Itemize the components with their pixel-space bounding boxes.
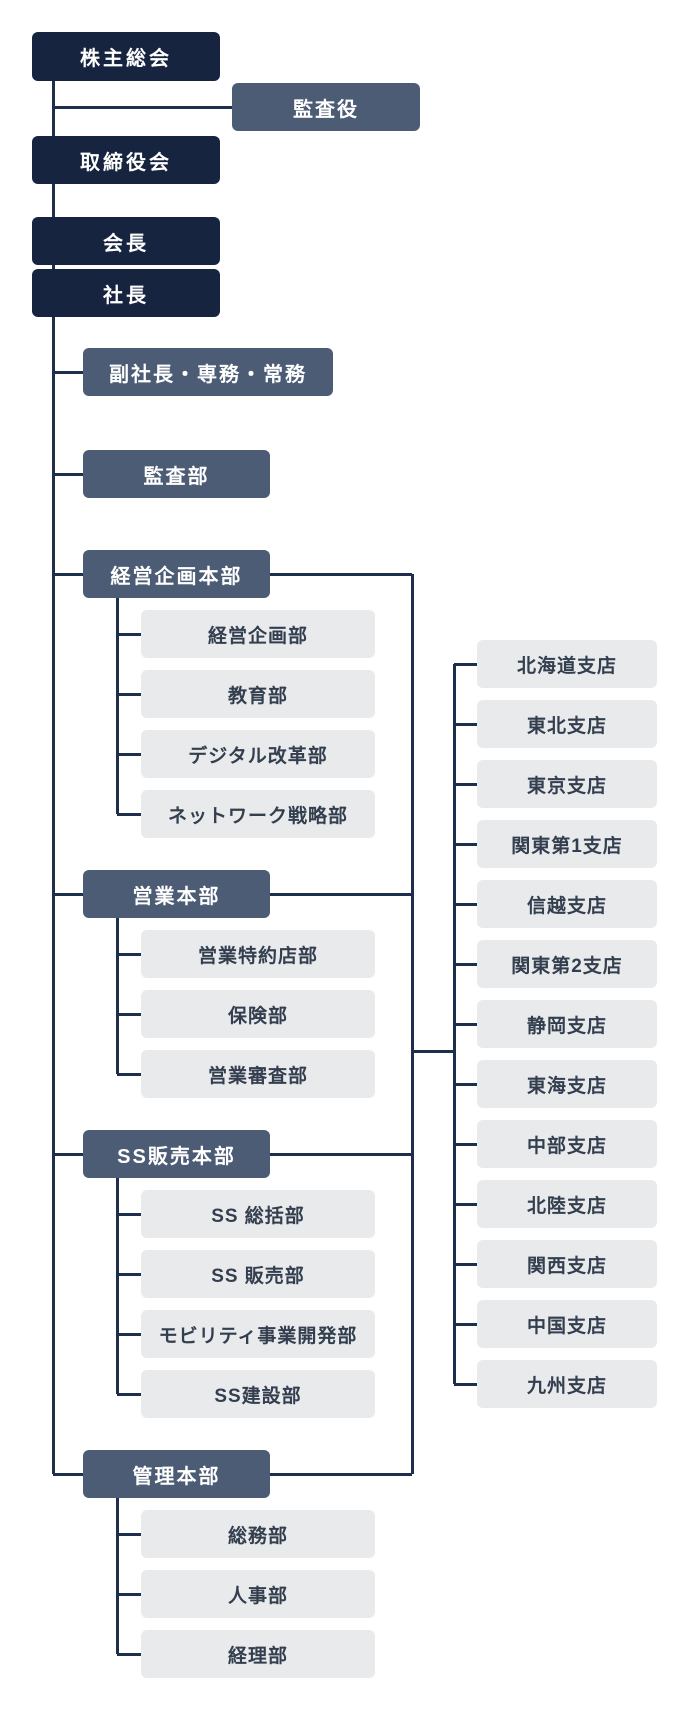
sales-screening-department: 営業審査部 (141, 1050, 375, 1098)
connector-line (117, 1012, 141, 1016)
insurance-department: 保険部 (141, 990, 375, 1038)
connector-line (454, 722, 477, 726)
connector-line (270, 572, 412, 576)
chugoku-branch: 中国支店 (477, 1300, 657, 1348)
administration-division: 管理本部 (83, 1450, 270, 1498)
connector-line (454, 782, 477, 786)
connector-line (117, 1592, 141, 1596)
connector-line (115, 918, 119, 1074)
connector-line (270, 1152, 412, 1156)
connector-line (270, 892, 412, 896)
connector-line (454, 1022, 477, 1026)
connector-line (454, 1082, 477, 1086)
connector-line (454, 1142, 477, 1146)
sales-agency-department: 営業特約店部 (141, 930, 375, 978)
connector-line (117, 1072, 141, 1076)
connector-line (53, 370, 83, 374)
accounting-department: 経理部 (141, 1630, 375, 1678)
connector-line (117, 1332, 141, 1336)
connector-line (117, 692, 141, 696)
chubu-branch: 中部支店 (477, 1120, 657, 1168)
connector-line (454, 1262, 477, 1266)
ss-sales-department: SS 販売部 (141, 1250, 375, 1298)
sales-division: 営業本部 (83, 870, 270, 918)
connector-line (117, 812, 141, 816)
hr-department: 人事部 (141, 1570, 375, 1618)
connector-line (454, 1202, 477, 1206)
connector-line (117, 752, 141, 756)
connector-line (117, 632, 141, 636)
connector-line (53, 472, 83, 476)
ss-construction-department: SS建設部 (141, 1370, 375, 1418)
kyushu-branch: 九州支店 (477, 1360, 657, 1408)
connector-line (53, 105, 232, 109)
connector-line (454, 962, 477, 966)
audit-officer: 監査役 (232, 83, 420, 131)
connector-line (53, 1472, 83, 1476)
education-department: 教育部 (141, 670, 375, 718)
president: 社長 (32, 269, 220, 317)
hokuriku-branch: 北陸支店 (477, 1180, 657, 1228)
connector-line (117, 1392, 141, 1396)
ss-general-department: SS 総括部 (141, 1190, 375, 1238)
tokai-branch: 東海支店 (477, 1060, 657, 1108)
connector-line (53, 892, 83, 896)
shinetsu-branch: 信越支店 (477, 880, 657, 928)
connector-line (454, 1382, 477, 1386)
connector-line (115, 598, 119, 814)
tohoku-branch: 東北支店 (477, 700, 657, 748)
connector-line (51, 81, 55, 1474)
shizuoka-branch: 静岡支店 (477, 1000, 657, 1048)
connector-line (117, 1532, 141, 1536)
chairman: 会長 (32, 217, 220, 265)
connector-line (410, 574, 414, 1474)
digital-transformation-department: デジタル改革部 (141, 730, 375, 778)
connector-line (270, 1472, 412, 1476)
ss-sales-division: SS販売本部 (83, 1130, 270, 1178)
connector-line (115, 1498, 119, 1654)
kanto-no1-branch: 関東第1支店 (477, 820, 657, 868)
connector-line (117, 952, 141, 956)
executive-officers: 副社長・専務・常務 (83, 348, 333, 396)
connector-line (53, 572, 83, 576)
connector-line (454, 662, 477, 666)
connector-line (454, 1322, 477, 1326)
connector-line (117, 1652, 141, 1656)
general-affairs-department: 総務部 (141, 1510, 375, 1558)
connector-line (454, 842, 477, 846)
connector-line (117, 1212, 141, 1216)
tokyo-branch: 東京支店 (477, 760, 657, 808)
connector-line (454, 902, 477, 906)
corporate-planning-department: 経営企画部 (141, 610, 375, 658)
audit-department: 監査部 (83, 450, 270, 498)
connector-line (115, 1178, 119, 1394)
corporate-planning-division: 経営企画本部 (83, 550, 270, 598)
connector-line (117, 1272, 141, 1276)
board-of-directors: 取締役会 (32, 136, 220, 184)
kansai-branch: 関西支店 (477, 1240, 657, 1288)
mobility-business-development-department: モビリティ事業開発部 (141, 1310, 375, 1358)
network-strategy-department: ネットワーク戦略部 (141, 790, 375, 838)
hokkaido-branch: 北海道支店 (477, 640, 657, 688)
shareholders-meeting: 株主総会 (32, 32, 220, 81)
connector-line (53, 1152, 83, 1156)
connector-line (412, 1049, 454, 1053)
kanto-no2-branch: 関東第2支店 (477, 940, 657, 988)
